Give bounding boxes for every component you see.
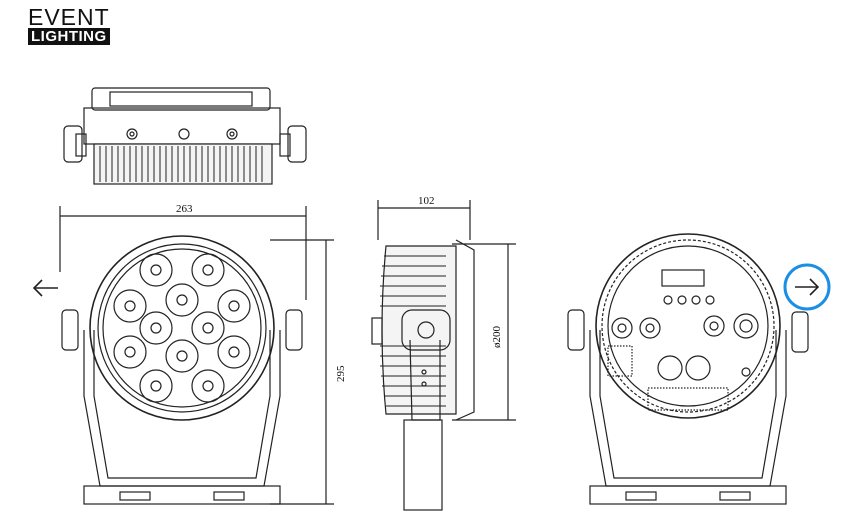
next-image-button[interactable] [782, 262, 832, 312]
top-view [63, 87, 307, 185]
previous-image-button[interactable] [26, 268, 66, 308]
dimension-depth: 102 [418, 195, 435, 207]
brand-line1: EVENT [28, 4, 110, 30]
arrow-left-icon [32, 279, 58, 297]
brand-line2: LIGHTING [28, 28, 110, 45]
led-array [113, 253, 251, 403]
dimension-width: 263 [176, 203, 193, 215]
brand-logo: EVENT LIGHTING [28, 6, 124, 50]
side-view [371, 200, 516, 511]
dimension-diameter: ø200 [491, 326, 503, 349]
back-view [567, 233, 809, 505]
front-view [59, 206, 334, 505]
dimension-height: 295 [335, 365, 347, 382]
arrow-right-icon [783, 263, 831, 311]
